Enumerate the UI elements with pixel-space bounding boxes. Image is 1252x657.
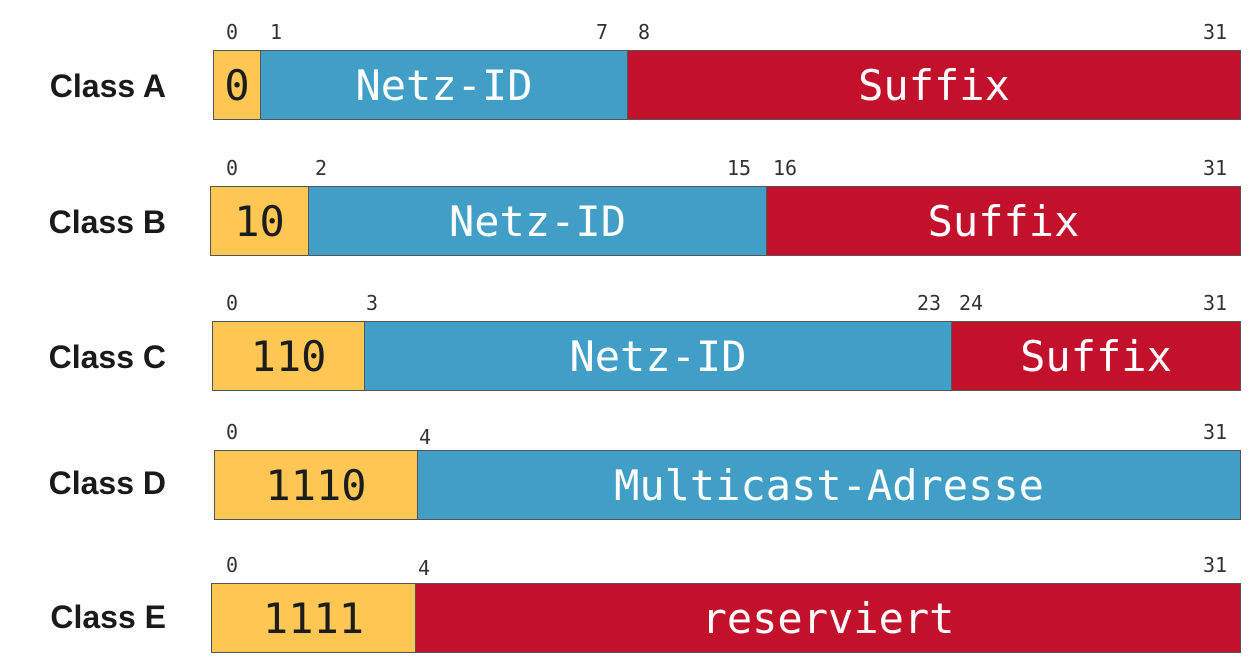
bit-index: 0 — [226, 20, 239, 44]
class-label: Class A — [49, 68, 166, 104]
network-id-field: Netz-ID — [365, 321, 952, 391]
bit-index: 31 — [1203, 20, 1228, 44]
class-label: Class D — [48, 465, 166, 501]
class-prefix-bits: 10 — [210, 186, 309, 256]
bit-index: 24 — [959, 291, 984, 315]
network-id-field: Netz-ID — [309, 186, 767, 256]
class-label: Class B — [48, 204, 166, 240]
address-bar: 10 Netz-ID Suffix — [210, 186, 1241, 256]
multicast-address-field: Multicast-Adresse — [418, 450, 1241, 520]
bit-index: 0 — [226, 553, 239, 577]
bit-index: 31 — [1203, 420, 1228, 444]
suffix-field: Suffix — [767, 186, 1241, 256]
bit-index: 0 — [226, 291, 239, 315]
class-prefix-bits: 1111 — [211, 583, 416, 653]
class-e-row: Class E 0 4 31 1111 reserviert — [0, 533, 1252, 653]
bit-index: 4 — [419, 425, 432, 449]
bit-index: 31 — [1203, 291, 1228, 315]
bit-index: 2 — [315, 156, 328, 180]
class-label: Class E — [50, 599, 166, 635]
class-prefix-bits: 1110 — [214, 450, 418, 520]
suffix-field: Suffix — [952, 321, 1241, 391]
class-c-row: Class C 0 3 23 24 31 110 Netz-ID Suffix — [0, 271, 1252, 391]
class-label: Class C — [48, 339, 166, 375]
address-bar: 0 Netz-ID Suffix — [213, 50, 1241, 120]
bit-index: 31 — [1203, 156, 1228, 180]
bit-index: 0 — [226, 156, 239, 180]
class-prefix-bits: 110 — [212, 321, 365, 391]
suffix-field: Suffix — [628, 50, 1241, 120]
bit-index: 7 — [596, 20, 609, 44]
bit-index: 0 — [226, 420, 239, 444]
bit-index: 23 — [917, 291, 942, 315]
bit-index: 31 — [1203, 553, 1228, 577]
bit-index: 3 — [366, 291, 379, 315]
bit-index: 15 — [727, 156, 752, 180]
bit-index: 4 — [418, 556, 431, 580]
bit-index: 1 — [270, 20, 283, 44]
address-bar: 1110 Multicast-Adresse — [214, 450, 1241, 520]
network-id-field: Netz-ID — [261, 50, 628, 120]
class-prefix-bits: 0 — [213, 50, 261, 120]
reserved-field: reserviert — [416, 583, 1241, 653]
class-d-row: Class D 0 4 31 1110 Multicast-Adresse — [0, 400, 1252, 520]
bit-index: 16 — [773, 156, 798, 180]
address-bar: 1111 reserviert — [211, 583, 1241, 653]
class-a-row: Class A 0 1 7 8 31 0 Netz-ID Suffix — [0, 0, 1252, 120]
bit-index: 8 — [638, 20, 651, 44]
address-bar: 110 Netz-ID Suffix — [212, 321, 1241, 391]
class-b-row: Class B 0 2 15 16 31 10 Netz-ID Suffix — [0, 136, 1252, 256]
